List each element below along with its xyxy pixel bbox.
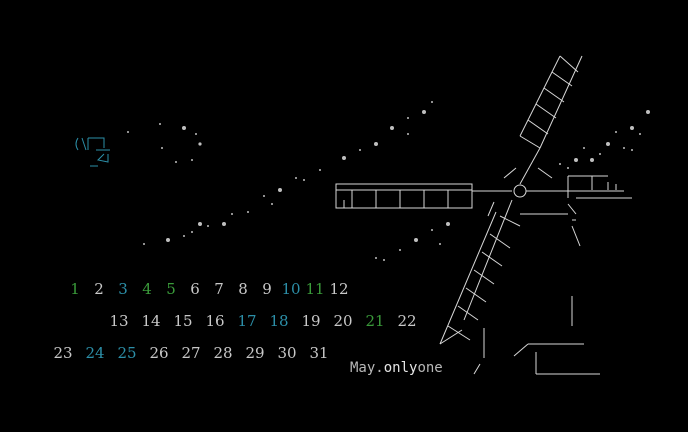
calendar-day-13: 13 [109,312,129,330]
calendar-day-25: 25 [117,344,137,362]
signature-part-3: one [417,360,443,376]
calendar-day-22: 22 [397,312,417,330]
calendar-day-26: 26 [149,344,169,362]
calendar-day-8: 8 [238,280,248,298]
calendar-day-4: 4 [142,280,152,298]
calendar-day-5: 5 [166,280,176,298]
calendar-day-7: 7 [214,280,224,298]
signature: May.onlyone [350,360,443,376]
calendar-day-21: 21 [365,312,385,330]
calendar-day-1: 1 [70,280,80,298]
windmill [335,55,632,375]
windmill-hub [513,184,527,198]
calendar-day-28: 28 [213,344,233,362]
calendar-day-18: 18 [269,312,289,330]
calendar-day-27: 27 [181,344,201,362]
calendar-day-20: 20 [333,312,353,330]
calendar-day-15: 15 [173,312,193,330]
calendar-day-31: 31 [309,344,329,362]
calendar-day-29: 29 [245,344,265,362]
windmill-blade-left [335,183,512,209]
signature-part-1: May. [350,360,384,376]
windmill-cap [503,167,577,221]
signature-part-2: only [383,360,418,376]
calendar-day-9: 9 [262,280,272,298]
windmill-blade-top [519,55,583,185]
calendar-day-2: 2 [94,280,104,298]
calendar-day-11: 11 [305,280,325,298]
calendar-day-12: 12 [329,280,349,298]
calendar-day-24: 24 [85,344,105,362]
calendar-day-14: 14 [141,312,161,330]
windmill-blade-right [526,175,632,199]
calendar-day-30: 30 [277,344,297,362]
windmill-tower [473,225,600,375]
calendar-day-10: 10 [281,280,301,298]
starfield [127,101,650,261]
calendar-day-16: 16 [205,312,225,330]
calendar-day-3: 3 [118,280,128,298]
calendar-day-17: 17 [237,312,257,330]
calendar-day-6: 6 [190,280,200,298]
calendar-day-23: 23 [53,344,73,362]
calendar-day-19: 19 [301,312,321,330]
windmill-blade-bottom [439,199,521,345]
cyan-glyph-icon [75,137,110,167]
